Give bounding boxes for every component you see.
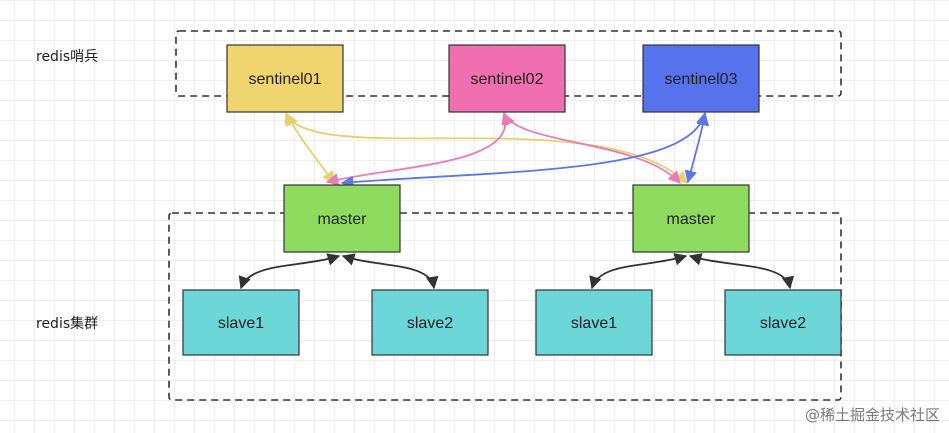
sentinel-group-label: redis哨兵 [36, 49, 98, 65]
master1-box [283, 184, 401, 253]
sentinel01-label: sentinel01 [249, 71, 322, 88]
edge-master1-slave1a [238, 253, 341, 290]
slave2a-node[interactable]: slave2 [371, 289, 489, 356]
master2-label: master [667, 211, 717, 228]
sentinel02-box [448, 44, 566, 113]
slave1a-label: slave1 [218, 315, 264, 332]
sentinel-connections [284, 111, 710, 189]
sentinel01-box [226, 44, 344, 113]
slave2a-label: slave2 [407, 315, 453, 332]
sentinel03-label: sentinel03 [665, 71, 738, 88]
slave1a-box [182, 289, 300, 356]
sentinel01-node[interactable]: sentinel01 [226, 44, 344, 113]
edge-master2-slave2b [688, 253, 795, 290]
master1-label: master [318, 211, 368, 228]
sentinel02-node[interactable]: sentinel02 [448, 44, 566, 113]
sentinel03-node[interactable]: sentinel03 [642, 44, 760, 113]
edge-sentinel02-master1 [325, 111, 514, 186]
slave1a-node[interactable]: slave1 [182, 289, 300, 356]
slave1b-label: slave1 [571, 315, 617, 332]
master1-node[interactable]: master [283, 184, 401, 253]
slave2b-node[interactable]: slave2 [724, 289, 842, 356]
slave1b-node[interactable]: slave1 [535, 289, 653, 356]
sentinel03-box [642, 44, 760, 113]
slave1b-box [535, 289, 653, 356]
edge-sentinel02-master2 [503, 112, 681, 184]
master2-box [632, 184, 750, 253]
master2-node[interactable]: master [632, 184, 750, 253]
slave2b-label: slave2 [760, 315, 806, 332]
edge-sentinel01-master1 [286, 112, 335, 185]
edge-master2-slave1b [589, 253, 688, 290]
replication-connections [238, 253, 795, 290]
cluster-group-label: redis集群 [36, 315, 98, 332]
edge-master1-slave2a [341, 253, 439, 290]
sentinel02-label: sentinel02 [471, 71, 544, 88]
edge-sentinel03-master2 [684, 112, 710, 184]
watermark-text: @稀土掘金技术社区 [805, 406, 940, 424]
edge-sentinel03-master1 [340, 111, 709, 189]
slave2b-box [724, 289, 842, 356]
slave2a-box [371, 289, 489, 356]
